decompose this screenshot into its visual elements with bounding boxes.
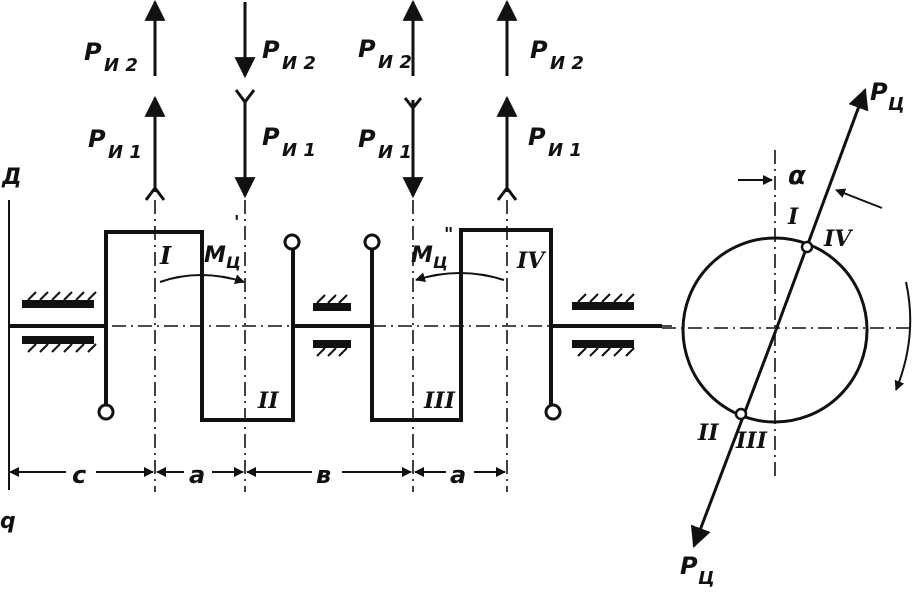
svg-text:И 2: И 2 bbox=[550, 53, 584, 74]
svg-text:': ' bbox=[234, 212, 240, 233]
label-pi2-4: P И 2 bbox=[530, 36, 584, 74]
label-pi2-3: P И 2 bbox=[358, 35, 412, 73]
svg-text:M: M bbox=[411, 243, 433, 268]
label-crank-1: I bbox=[159, 241, 172, 270]
crank-point-upper bbox=[800, 240, 814, 254]
label-moment-2: M Ц " bbox=[411, 224, 453, 272]
svg-text:P: P bbox=[358, 35, 376, 63]
label-pi1-4: P И 1 bbox=[528, 123, 582, 161]
svg-text:Ц: Ц bbox=[433, 253, 448, 272]
label-crank-4: IV bbox=[516, 248, 546, 274]
svg-text:Ц: Ц bbox=[226, 253, 241, 272]
svg-text:P: P bbox=[870, 78, 888, 106]
moment-arrow-2 bbox=[415, 272, 505, 283]
label-moment-1: M Ц ' bbox=[204, 212, 241, 272]
arrow-pc-up bbox=[774, 88, 869, 331]
svg-text:И 1: И 1 bbox=[108, 142, 142, 163]
label-circle-1: I bbox=[787, 204, 799, 230]
svg-text:P: P bbox=[262, 123, 280, 151]
arrow-pi1-4-tail bbox=[496, 185, 518, 201]
crank-circle bbox=[681, 236, 869, 424]
alpha-arrow-right bbox=[835, 188, 883, 209]
svg-text:P: P bbox=[680, 552, 698, 580]
counterweight-4 bbox=[544, 403, 562, 421]
counterweight-3 bbox=[363, 233, 381, 251]
svg-text:И 2: И 2 bbox=[282, 53, 316, 74]
label-dim-c: c bbox=[72, 461, 86, 489]
crank-throw-right bbox=[370, 228, 553, 422]
label-pc-bottom: P Ц bbox=[680, 552, 715, 589]
crank-throw-left bbox=[104, 230, 295, 422]
counterweight-2 bbox=[283, 233, 301, 251]
label-circle-3: III bbox=[735, 428, 768, 454]
bearing-middle bbox=[313, 294, 351, 357]
label-alpha: α bbox=[788, 161, 806, 191]
svg-text:M: M bbox=[204, 243, 226, 268]
label-circle-4: IV bbox=[823, 226, 853, 252]
rotation-arrow bbox=[894, 281, 912, 391]
svg-text:P: P bbox=[358, 125, 376, 153]
arrow-pi1-3-tail bbox=[403, 97, 423, 111]
svg-text:P: P bbox=[88, 125, 106, 153]
svg-text:P: P bbox=[528, 123, 546, 151]
arrow-pc-down bbox=[690, 329, 778, 548]
crank-point-lower bbox=[734, 407, 748, 421]
label-crank-2: II bbox=[257, 388, 279, 414]
label-pi1-1: P И 1 bbox=[88, 125, 142, 163]
svg-text:И 1: И 1 bbox=[548, 140, 582, 161]
arrow-pi1-1-tail bbox=[144, 185, 166, 201]
svg-text:И 2: И 2 bbox=[378, 52, 412, 73]
label-pi1-2: P И 1 bbox=[262, 123, 316, 161]
bearing-right bbox=[572, 293, 635, 357]
bearing-left bbox=[22, 291, 97, 353]
label-q: q bbox=[0, 509, 16, 534]
svg-text:И 1: И 1 bbox=[282, 140, 316, 161]
svg-text:P: P bbox=[262, 36, 280, 64]
label-dim-a2: a bbox=[450, 461, 466, 489]
label-circle-2: II bbox=[697, 420, 719, 446]
label-pc-top: P Ц bbox=[870, 78, 905, 115]
svg-text:P: P bbox=[530, 36, 548, 64]
arrow-pi1-2-tail bbox=[234, 89, 256, 105]
label-dim-b: в bbox=[316, 461, 331, 489]
counterweight-1 bbox=[97, 403, 115, 421]
label-dim-a1: a bbox=[189, 461, 205, 489]
svg-text:P: P bbox=[84, 38, 102, 66]
label-pi2-1: P И 2 bbox=[84, 38, 138, 76]
label-d: Д bbox=[1, 165, 22, 190]
moment-arrow-1 bbox=[159, 274, 245, 285]
svg-text:И 1: И 1 bbox=[378, 142, 412, 163]
svg-text:Ц: Ц bbox=[888, 94, 905, 115]
svg-text:Ц: Ц bbox=[698, 568, 715, 589]
svg-text:": " bbox=[444, 224, 453, 245]
label-pi2-2: P И 2 bbox=[262, 36, 316, 74]
label-crank-3: III bbox=[423, 388, 456, 414]
label-pi1-3: P И 1 bbox=[358, 125, 412, 163]
svg-text:И 2: И 2 bbox=[104, 55, 138, 76]
